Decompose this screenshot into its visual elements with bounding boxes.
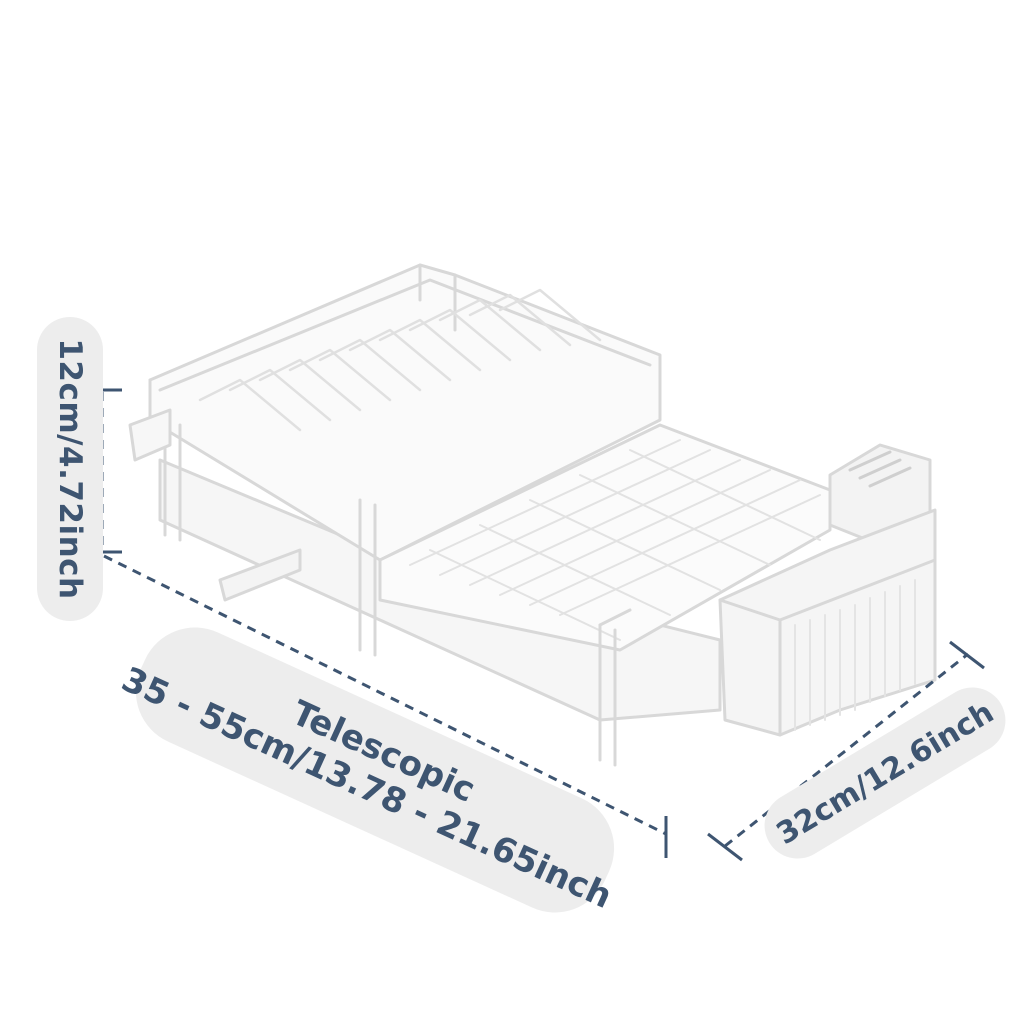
plate-slots: [198, 288, 602, 432]
utensil-cup: [718, 508, 937, 737]
rack-frame-right: [378, 423, 832, 652]
width-tick-end: [949, 640, 985, 670]
height-dimension-label: 12cm/4.72inch: [37, 317, 103, 621]
width-tick-start: [707, 832, 743, 862]
height-label-text: 12cm/4.72inch: [52, 338, 88, 600]
rack-frame-left: [148, 263, 662, 562]
wire-grid: [409, 439, 821, 641]
length-dashed-line: [103, 554, 667, 836]
